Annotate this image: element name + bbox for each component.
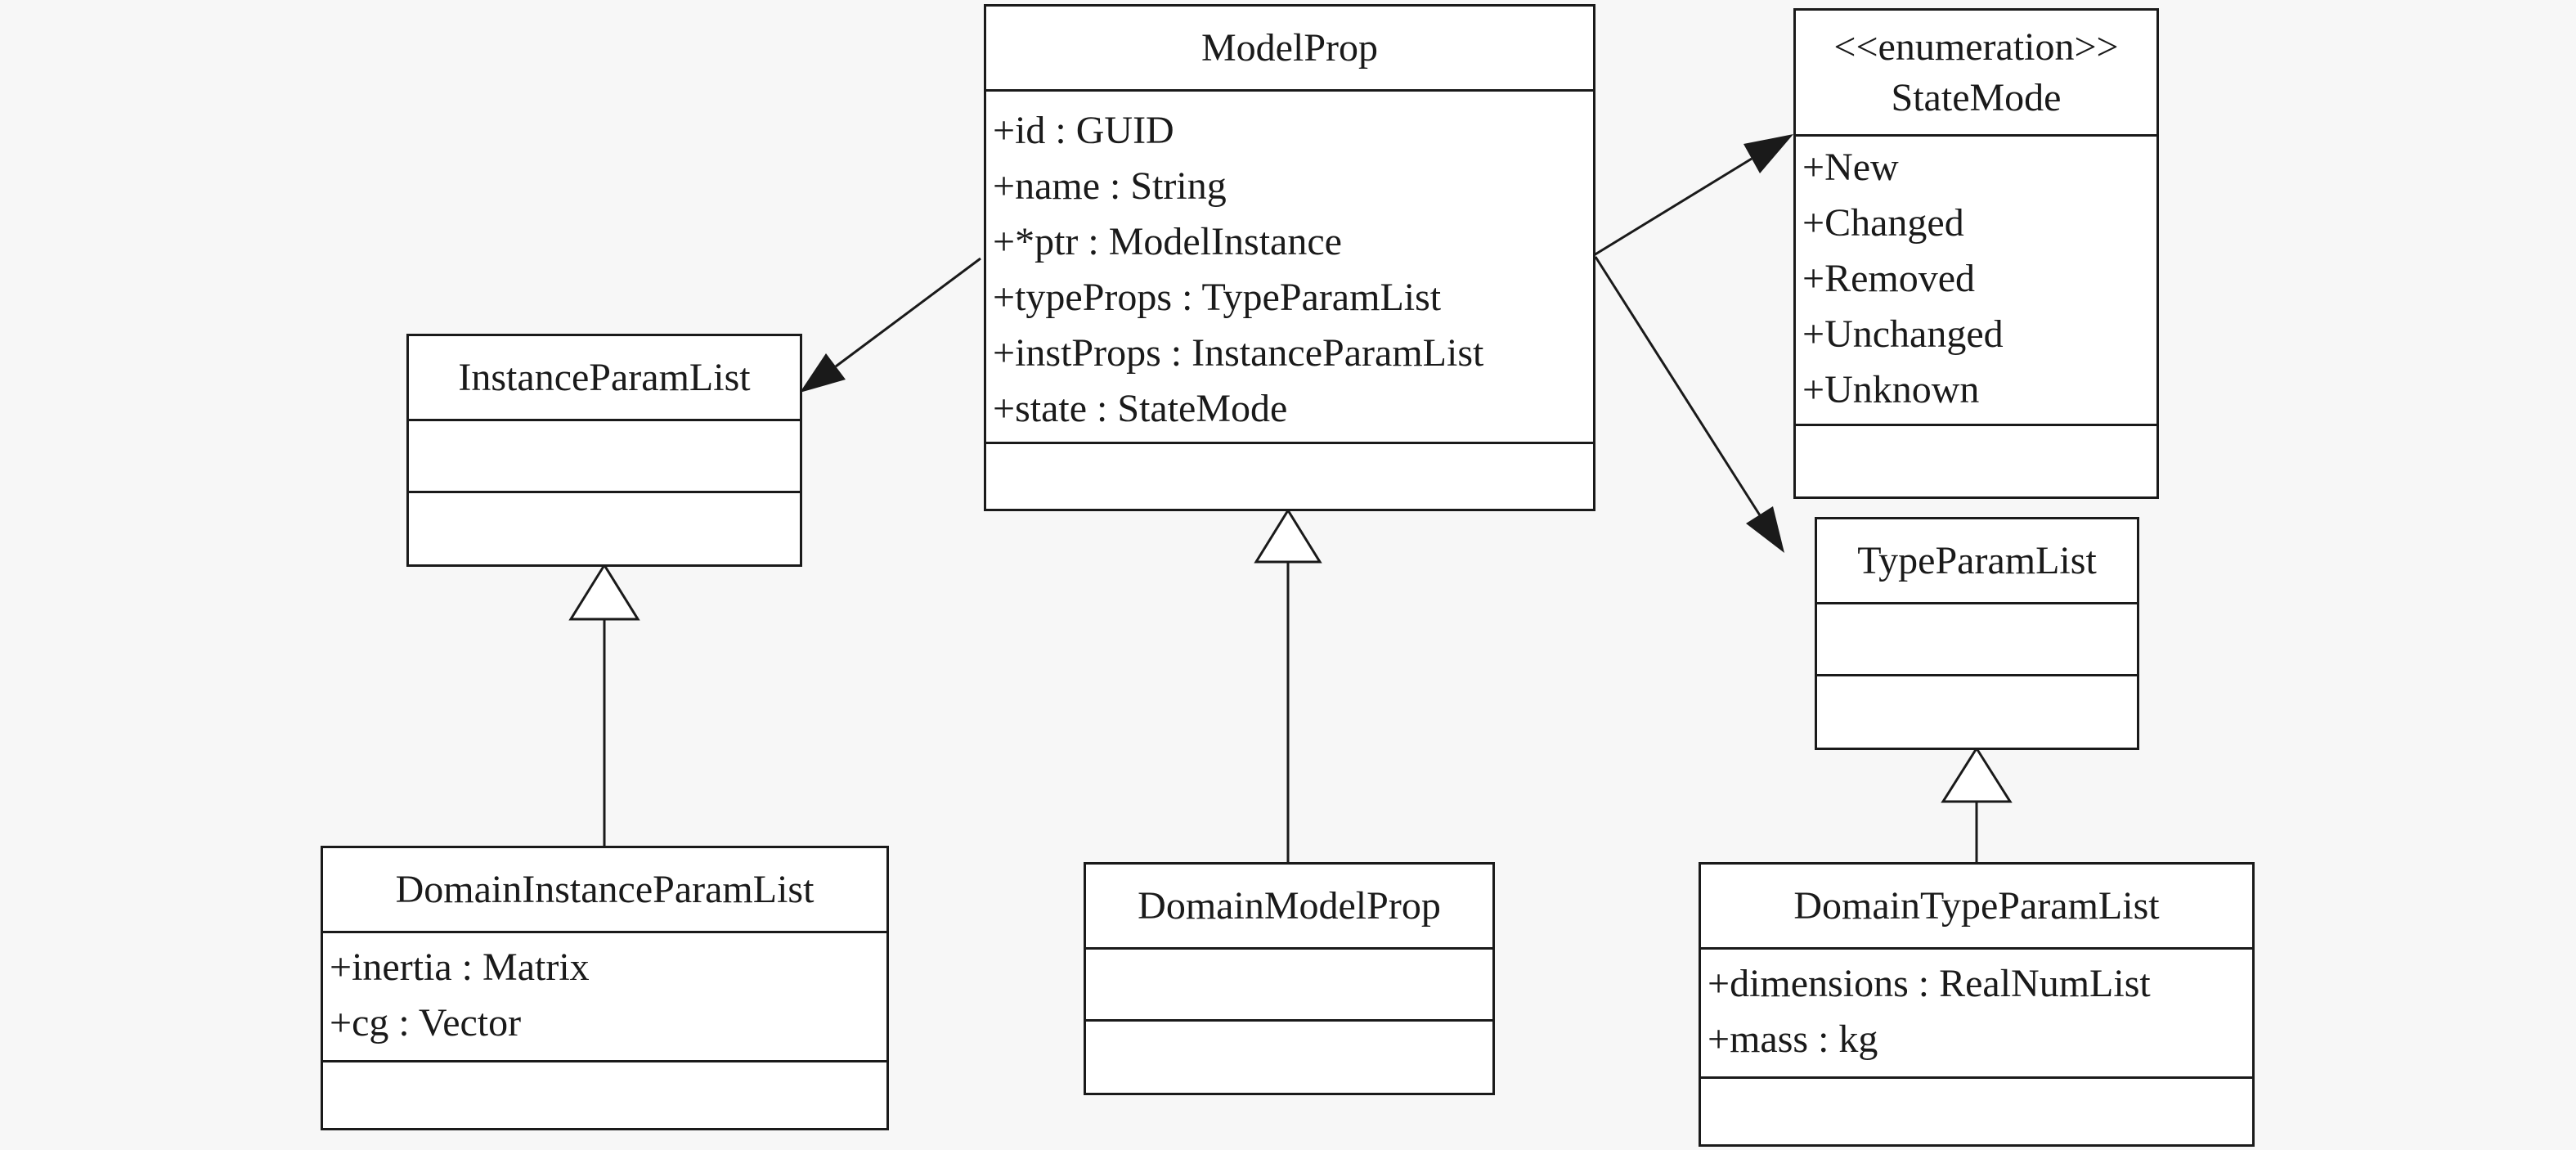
class-domain-type-param-list: DomainTypeParamList +dimensions : RealNu…: [1699, 862, 2255, 1147]
class-instance-param-list-name-compartment: InstanceParamList: [409, 336, 800, 421]
class-model-prop-attribute: +name : String: [993, 164, 1227, 208]
class-domain-type-param-list-operations: [1701, 1079, 2252, 1144]
class-type-param-list-operations: [1817, 676, 2137, 748]
class-state-mode-operations: [1796, 426, 2156, 496]
class-domain-model-prop-attributes: [1086, 950, 1492, 1022]
association-line-instance-param-list: [835, 257, 981, 368]
association-arrowhead-type-param-list: [1746, 506, 1784, 553]
class-instance-param-list-name: InstanceParamList: [458, 355, 751, 399]
class-domain-type-param-list-attribute: +mass : kg: [1708, 1017, 1878, 1061]
class-domain-type-param-list-name: DomainTypeParamList: [1793, 883, 2160, 928]
class-type-param-list-attributes: [1817, 604, 2137, 676]
enum-literal: +Unchanged: [1802, 312, 2004, 356]
class-state-mode: <<enumeration>> StateMode +New +Changed …: [1793, 8, 2159, 499]
class-domain-instance-param-list-attribute: +inertia : Matrix: [330, 946, 590, 989]
class-instance-param-list-attributes: [409, 421, 800, 493]
class-domain-type-param-list-attribute: +dimensions : RealNumList: [1708, 962, 2151, 1005]
association-arrowhead-instance-param-list: [800, 353, 846, 393]
class-type-param-list: TypeParamList: [1815, 517, 2139, 750]
class-model-prop-attribute: +typeProps : TypeParamList: [993, 276, 1442, 319]
class-instance-param-list: InstanceParamList: [406, 334, 802, 567]
class-model-prop: ModelProp +id : GUID +name : String +*pt…: [984, 4, 1595, 511]
class-type-param-list-name: TypeParamList: [1857, 538, 2097, 582]
enum-literal: +Changed: [1802, 201, 1964, 245]
class-domain-instance-param-list-attributes: +inertia : Matrix +cg : Vector: [323, 933, 886, 1062]
generalization-triangle-model-prop: [1254, 508, 1322, 564]
class-model-prop-attribute: +*ptr : ModelInstance: [993, 220, 1342, 263]
class-type-param-list-name-compartment: TypeParamList: [1817, 519, 2137, 604]
enum-literal: +Unknown: [1802, 368, 1980, 411]
class-model-prop-attribute: +instProps : InstanceParamList: [993, 331, 1484, 375]
class-model-prop-name: ModelProp: [1201, 25, 1378, 70]
class-domain-instance-param-list-name: DomainInstanceParamList: [395, 867, 815, 911]
enum-literal: +New: [1802, 146, 1899, 189]
class-model-prop-name-compartment: ModelProp: [986, 7, 1593, 92]
class-model-prop-attribute: +id : GUID: [993, 109, 1174, 152]
class-state-mode-stereotype: <<enumeration>>: [1833, 25, 2119, 69]
generalization-triangle-type: [1941, 746, 2013, 803]
class-model-prop-attributes: +id : GUID +name : String +*ptr : ModelI…: [986, 92, 1593, 444]
class-domain-model-prop-operations: [1086, 1022, 1492, 1093]
class-instance-param-list-operations: [409, 493, 800, 564]
class-state-mode-name-compartment: <<enumeration>> StateMode: [1796, 11, 2156, 137]
class-domain-model-prop-name-compartment: DomainModelProp: [1086, 865, 1492, 950]
class-domain-type-param-list-attributes: +dimensions : RealNumList +mass : kg: [1701, 950, 2252, 1079]
class-domain-instance-param-list-attribute: +cg : Vector: [330, 1001, 522, 1044]
association-line-type-param-list: [1594, 256, 1761, 516]
class-domain-instance-param-list-operations: [323, 1062, 886, 1128]
class-domain-instance-param-list: DomainInstanceParamList +inertia : Matri…: [321, 846, 889, 1130]
enum-literal: +Removed: [1802, 257, 1976, 300]
class-domain-type-param-list-name-compartment: DomainTypeParamList: [1701, 865, 2252, 950]
class-state-mode-name: StateMode: [1891, 75, 2062, 119]
association-arrowhead-state-mode: [1744, 134, 1793, 173]
association-line-state-mode: [1593, 157, 1752, 257]
class-model-prop-operations: [986, 444, 1593, 509]
class-state-mode-literals: +New +Changed +Removed +Unchanged +Unkno…: [1796, 137, 2156, 426]
class-domain-model-prop-name: DomainModelProp: [1138, 883, 1441, 928]
generalization-triangle-instance: [568, 563, 640, 621]
class-model-prop-attribute: +state : StateMode: [993, 387, 1288, 430]
class-domain-model-prop: DomainModelProp: [1084, 862, 1495, 1095]
class-domain-instance-param-list-name-compartment: DomainInstanceParamList: [323, 848, 886, 933]
